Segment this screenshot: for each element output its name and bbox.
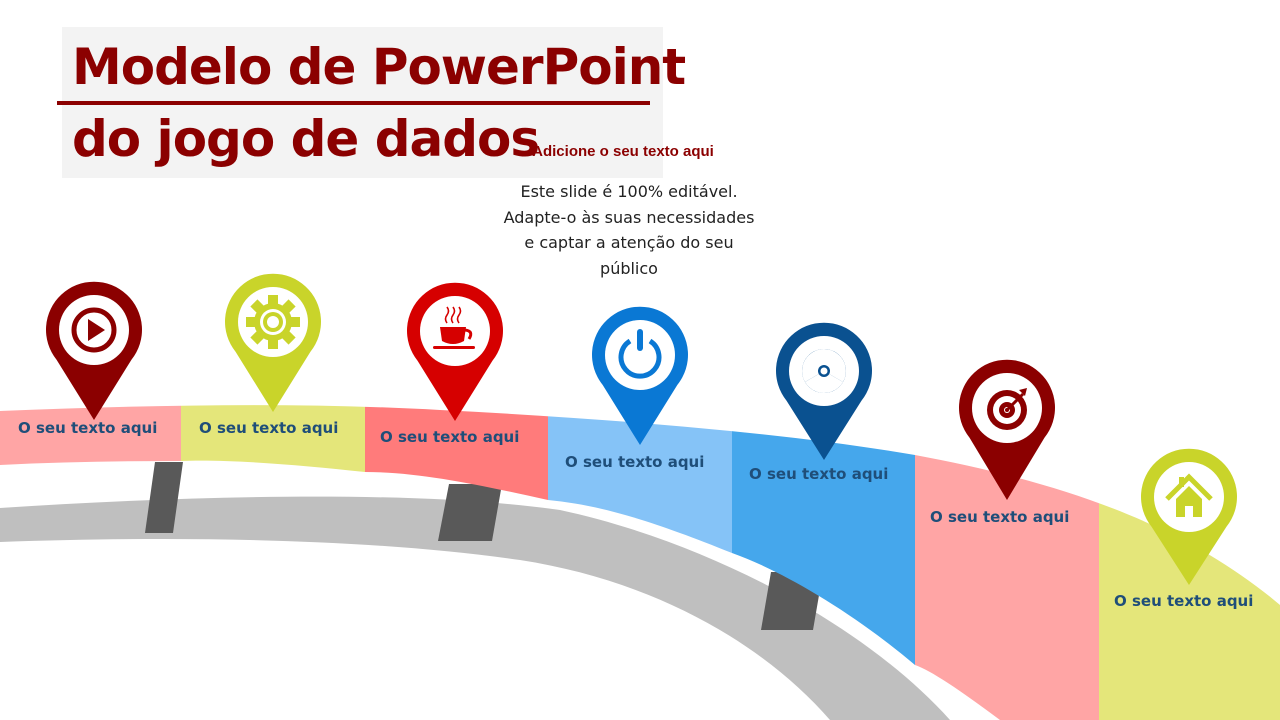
title-divider xyxy=(57,101,650,105)
step-label-1: O seu texto aqui xyxy=(18,419,158,437)
step-label-6: O seu texto aqui xyxy=(930,508,1070,526)
play-icon xyxy=(71,307,117,353)
page-title-line-1: Modelo de PowerPoint xyxy=(72,38,686,96)
map-pin-1 xyxy=(46,281,143,420)
post-2 xyxy=(438,484,502,541)
callout-body: Este slide é 100% editável. Adapte-o às … xyxy=(503,182,755,278)
map-pin-7 xyxy=(1141,448,1237,585)
map-pin-6 xyxy=(959,359,1055,500)
map-pin-2 xyxy=(225,273,321,412)
step-label-3: O seu texto aqui xyxy=(380,428,520,446)
step-label-2: O seu texto aqui xyxy=(199,419,339,437)
step-label-7: O seu texto aqui xyxy=(1114,592,1254,610)
coffee-cup-icon xyxy=(433,306,475,349)
step-label-4: O seu texto aqui xyxy=(565,453,705,471)
gear-icon xyxy=(246,295,300,349)
page-title-line-2: do jogo de dados xyxy=(72,110,540,168)
callout-heading: Adicione o seu texto aqui xyxy=(532,143,714,160)
map-pin-3 xyxy=(406,282,503,421)
map-pin-4 xyxy=(592,306,689,445)
target-icon xyxy=(987,388,1027,430)
home-icon xyxy=(1165,473,1213,517)
map-pin-5 xyxy=(776,322,873,460)
power-icon xyxy=(618,329,662,379)
gray-road xyxy=(0,496,950,720)
radiation-icon xyxy=(802,349,846,393)
step-label-5: O seu texto aqui xyxy=(749,465,889,483)
post-1 xyxy=(145,462,183,533)
